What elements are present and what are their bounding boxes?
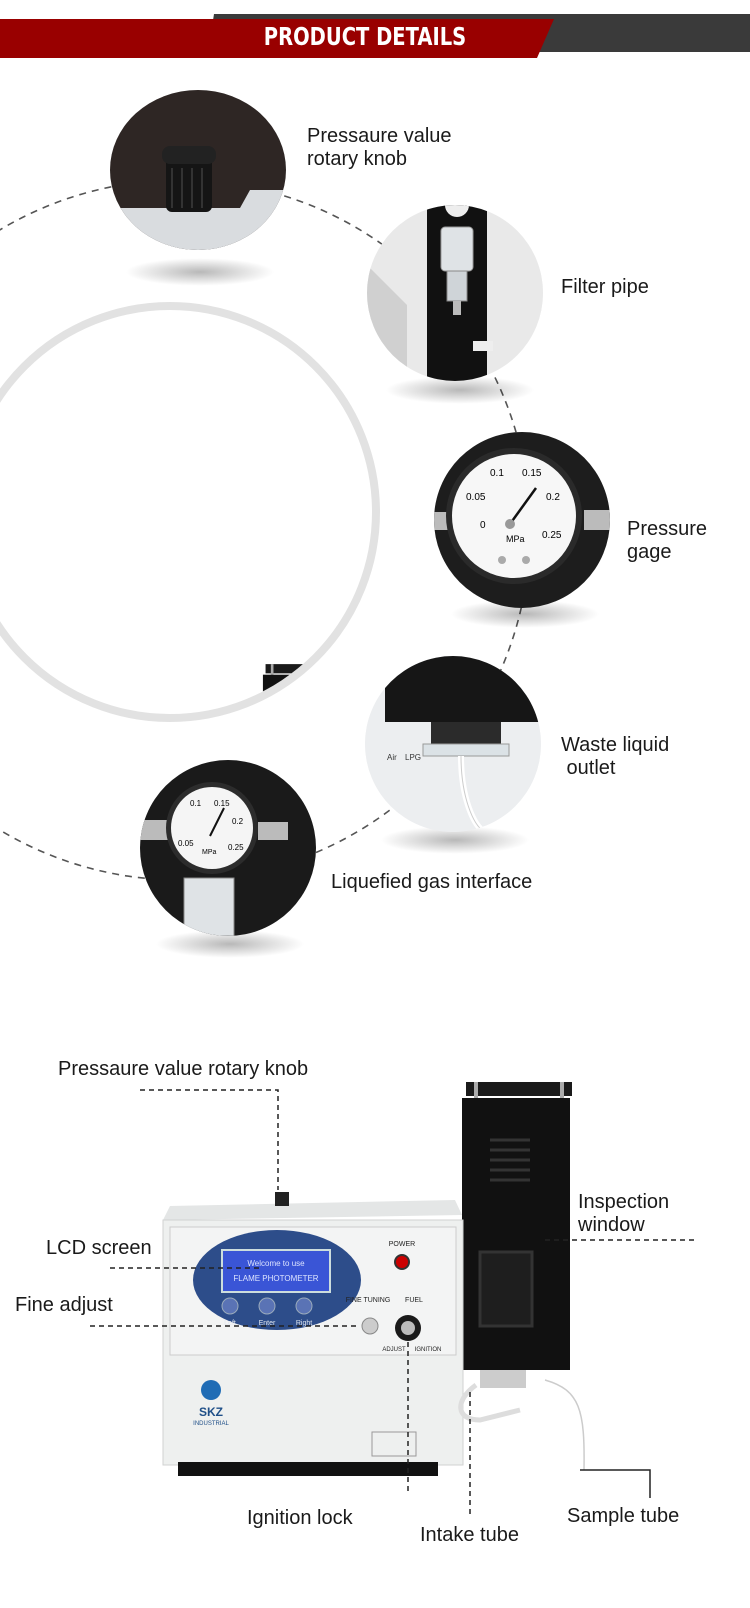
detail-lpg-circle: 0.05 0.1 0.15 0.2 0.25 MPa xyxy=(140,760,316,936)
button-right-label: Right xyxy=(296,1320,312,1327)
lpg-interface-image: 0.05 0.1 0.15 0.2 0.25 MPa xyxy=(140,760,316,936)
label-line: Waste liquid xyxy=(561,734,670,756)
gauge-tick: 0.2 xyxy=(232,817,244,826)
callout-lines xyxy=(90,1089,694,1515)
callout-lcd-screen: LCD screen xyxy=(46,1237,152,1259)
lcd-line-2: FLAME PHOTOMETER xyxy=(233,1274,318,1283)
port-label-air: Air xyxy=(387,753,397,762)
callout-ignition-lock: Ignition lock xyxy=(247,1507,353,1529)
gauge-needle xyxy=(508,487,538,525)
label-liquefied-gas-interface: Liquefied gas interface xyxy=(331,871,533,893)
banner-title: PRODUCT DETAILS xyxy=(263,22,467,51)
fuel-label: FUEL xyxy=(405,1297,423,1304)
main-device-circle xyxy=(0,302,380,722)
brand-logo xyxy=(201,1380,221,1400)
gauge-tick: 0.15 xyxy=(522,468,542,479)
label-line: Pressure xyxy=(627,518,708,540)
gauge-tick: 0.05 xyxy=(466,492,486,503)
detail-knob-circle xyxy=(110,90,286,250)
gauge-tick: 0.1 xyxy=(190,799,202,808)
callout-fine-adjust: Fine adjust xyxy=(15,1294,113,1316)
lcd-line-1: Welcome to use xyxy=(247,1259,305,1268)
label-line: gage xyxy=(627,541,672,563)
callout-inspection-window: Inspection window xyxy=(578,1191,669,1237)
port-label-lpg: LPG xyxy=(405,753,421,762)
button-enter-label: Enter xyxy=(259,1320,276,1327)
detail-filter-circle xyxy=(367,205,543,381)
banner xyxy=(0,14,750,58)
gauge-tick: 0 xyxy=(480,520,486,531)
brand-sub: INDUSTRIAL xyxy=(193,1421,229,1427)
label-line: rotary knob xyxy=(307,148,408,170)
flame-photometer: Welcome to use FLAME PHOTOMETER Left Ent… xyxy=(162,1082,585,1476)
rotary-knob-image xyxy=(110,90,286,250)
callout-knob: Pressaure value rotary knob xyxy=(58,1058,309,1080)
label-rotary-knob: Pressaure value rotary knob xyxy=(307,125,452,171)
label-line: window xyxy=(578,1214,645,1236)
button-left-label: Left xyxy=(224,1320,236,1327)
brand-name: SKZ xyxy=(199,1405,223,1419)
shadow xyxy=(125,258,275,286)
adjust-label: ADJUST xyxy=(382,1347,406,1353)
callout-intake-tube: Intake tube xyxy=(420,1524,519,1546)
gauge-tick: 0.15 xyxy=(214,799,230,808)
gauge-unit: MPa xyxy=(506,534,525,544)
ignition-label: IGNITION xyxy=(415,1347,442,1353)
label-waste-outlet: Waste liquid outlet xyxy=(561,734,669,780)
power-label: POWER xyxy=(389,1241,415,1248)
label-filter-pipe: Filter pipe xyxy=(561,276,649,298)
banner-red-stripe xyxy=(0,19,554,58)
callout-sample-tube: Sample tube xyxy=(567,1505,680,1527)
label-line: Inspection xyxy=(578,1191,670,1213)
gauge-tick: 0.25 xyxy=(542,530,562,541)
gauge-tick: 0.25 xyxy=(228,843,244,852)
label-pressure-gage: Pressure gage xyxy=(627,518,707,564)
fine-tuning-label: FINE TUNING xyxy=(346,1297,391,1304)
gauge-tick: 0.1 xyxy=(490,468,504,479)
gauge-unit: MPa xyxy=(202,849,217,856)
label-line: Pressaure value xyxy=(307,125,452,147)
gauge-tick: 0.05 xyxy=(178,839,194,848)
fine-adjust-knob xyxy=(361,1317,379,1335)
label-line: outlet xyxy=(561,757,616,779)
filter-pipe-image xyxy=(367,205,543,381)
detail-gauge-circle: 0 0.05 0.1 0.15 0.2 0.25 MPa xyxy=(434,432,610,608)
power-lamp xyxy=(394,1254,410,1270)
pressure-gauge-image: 0 0.05 0.1 0.15 0.2 0.25 MPa xyxy=(434,432,610,608)
gauge-tick: 0.2 xyxy=(546,492,560,503)
